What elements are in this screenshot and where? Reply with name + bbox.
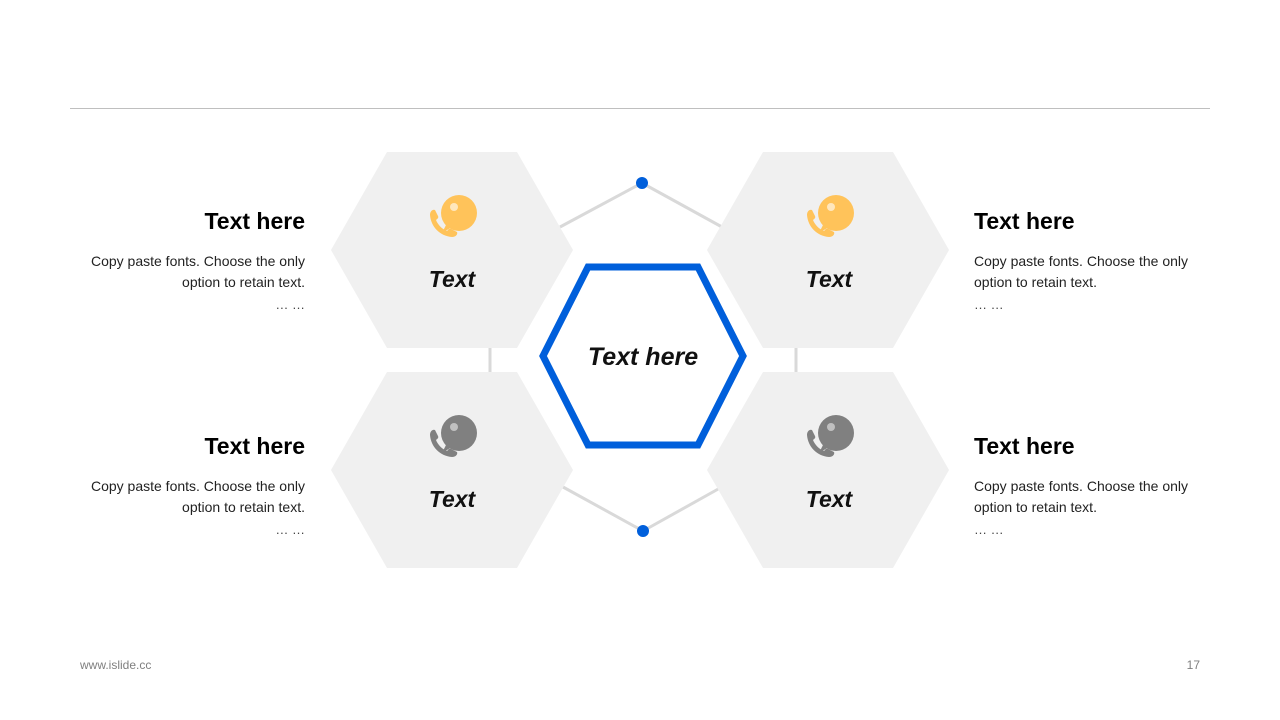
hexagon-bottom-left: [331, 372, 573, 568]
block-dots-bottom-right: … …: [974, 522, 1004, 537]
block-body-top-left: Copy paste fonts. Choose the only option…: [90, 253, 305, 290]
block-body-bottom-left: Copy paste fonts. Choose the only option…: [90, 478, 305, 515]
hexagon-bottom-right: [707, 372, 949, 568]
node-label-bottom-right: Text: [805, 486, 853, 512]
block-body-top-right: Copy paste fonts. Choose the only option…: [974, 253, 1189, 290]
hexagon-top-left: [331, 152, 573, 348]
block-body-bottom-right: Copy paste fonts. Choose the only option…: [974, 478, 1189, 515]
connector-lines: [488, 181, 798, 533]
block-title-top-right: Text here: [974, 208, 1075, 234]
connector-dot-top: [636, 177, 648, 189]
center-label: Text here: [587, 343, 699, 371]
phone-chat-icon: [807, 195, 854, 237]
top-divider: [70, 108, 1210, 109]
block-dots-bottom-left: … …: [275, 522, 305, 537]
node-label-top-left: Text: [428, 266, 476, 292]
connector-bottom-left: [562, 485, 644, 533]
phone-chat-icon: [807, 415, 854, 457]
footer-url[interactable]: www.islide.cc: [80, 658, 152, 672]
hexagon-center: [539, 263, 747, 449]
connector-dot-bottom: [637, 525, 649, 537]
node-label-bottom-left: Text: [428, 486, 476, 512]
block-dots-top-left: … …: [275, 297, 305, 312]
page-number: 17: [1186, 658, 1200, 672]
node-label-top-right: Text: [805, 266, 853, 292]
connector-top-left: [559, 181, 643, 229]
hexagon-top-right: [707, 152, 949, 348]
phone-chat-icon: [430, 415, 477, 457]
block-title-top-left: Text here: [204, 208, 305, 234]
block-title-bottom-left: Text here: [204, 433, 305, 459]
connector-bottom-right: [642, 486, 721, 533]
connector-top-right: [641, 181, 723, 229]
phone-chat-icon: [430, 195, 477, 237]
block-title-bottom-right: Text here: [974, 433, 1075, 459]
block-dots-top-right: … …: [974, 297, 1004, 312]
